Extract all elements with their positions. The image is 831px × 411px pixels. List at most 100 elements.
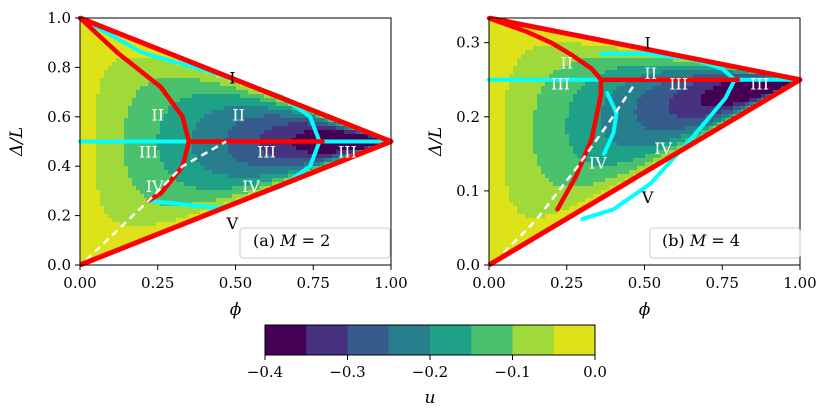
contour-cell: [152, 150, 157, 155]
contour-cell: [268, 102, 273, 107]
contour-cell: [501, 162, 506, 167]
contour-cell: [661, 118, 666, 123]
contour-cell: [497, 138, 502, 143]
contour-cell: [489, 250, 494, 255]
contour-cell: [633, 154, 638, 159]
contour-cell: [112, 210, 117, 215]
contour-cell: [509, 42, 514, 47]
contour-cell: [168, 194, 173, 199]
contour-cell: [332, 142, 337, 147]
contour-cell: [597, 190, 602, 195]
contour-cell: [661, 66, 666, 71]
contour-cell: [501, 146, 506, 151]
contour-cell: [248, 94, 253, 99]
contour-cell: [601, 54, 606, 59]
contour-cell: [653, 122, 658, 127]
contour-cell: [212, 78, 217, 83]
contour-cell: [637, 118, 642, 123]
contour-cell: [549, 202, 554, 207]
contour-cell: [248, 122, 253, 127]
contour-cell: [328, 118, 333, 123]
contour-cell: [176, 94, 181, 99]
contour-cell: [573, 102, 578, 107]
contour-cell: [184, 190, 189, 195]
contour-cell: [669, 122, 674, 127]
contour-cell: [521, 94, 526, 99]
contour-cell: [100, 222, 105, 227]
contour-cell: [272, 114, 277, 119]
contour-cell: [569, 198, 574, 203]
contour-cell: [160, 194, 165, 199]
contour-cell: [140, 86, 145, 91]
contour-cell: [661, 150, 666, 155]
contour-cell: [637, 126, 642, 131]
contour-cell: [729, 98, 734, 103]
contour-cell: [176, 70, 181, 75]
contour-cell: [100, 186, 105, 191]
contour-cell: [585, 42, 590, 47]
contour-cell: [116, 230, 121, 235]
contour-cell: [529, 62, 534, 67]
contour-cell: [553, 210, 558, 215]
contour-cell: [80, 22, 85, 27]
contour-cell: [308, 154, 313, 159]
contour-cell: [581, 66, 586, 71]
contour-cell: [200, 70, 205, 75]
contour-cell: [553, 174, 558, 179]
contour-cell: [108, 150, 113, 155]
contour-cell: [677, 146, 682, 151]
contour-cell: [549, 122, 554, 127]
contour-cell: [509, 146, 514, 151]
contour-cell: [232, 158, 237, 163]
contour-cell: [92, 34, 97, 39]
contour-cell: [140, 98, 145, 103]
contour-cell: [372, 142, 377, 147]
contour-cell: [533, 150, 538, 155]
contour-cell: [577, 182, 582, 187]
contour-cell: [220, 146, 225, 151]
contour-cell: [316, 150, 321, 155]
contour-cell: [164, 66, 169, 71]
contour-cell: [128, 134, 133, 139]
contour-cell: [625, 98, 630, 103]
contour-cell: [276, 174, 281, 179]
contour-cell: [88, 134, 93, 139]
contour-cell: [96, 94, 101, 99]
contour-cell: [276, 126, 281, 131]
contour-cell: [529, 54, 534, 59]
contour-cell: [649, 82, 654, 87]
contour-cell: [200, 98, 205, 103]
contour-cell: [100, 206, 105, 211]
contour-cell: [136, 190, 141, 195]
contour-cell: [256, 166, 261, 171]
y-tick-label: 1.0: [47, 9, 71, 27]
contour-cell: [565, 198, 570, 203]
contour-cell: [529, 74, 534, 79]
contour-cell: [577, 138, 582, 143]
contour-cell: [569, 130, 574, 135]
contour-cell: [348, 130, 353, 135]
contour-cell: [260, 150, 265, 155]
contour-cell: [541, 86, 546, 91]
contour-cell: [216, 114, 221, 119]
contour-cell: [256, 126, 261, 131]
contour-cell: [284, 142, 289, 147]
contour-cell: [116, 170, 121, 175]
contour-cell: [625, 118, 630, 123]
contour-cell: [661, 102, 666, 107]
contour-cell: [80, 198, 85, 203]
contour-cell: [641, 130, 646, 135]
contour-cell: [681, 138, 686, 143]
contour-cell: [172, 186, 177, 191]
contour-cell: [112, 86, 117, 91]
contour-cell: [717, 90, 722, 95]
contour-cell: [232, 90, 237, 95]
contour-cell: [124, 50, 129, 55]
contour-cell: [517, 38, 522, 43]
contour-cell: [689, 90, 694, 95]
contour-cell: [493, 94, 498, 99]
contour-cell: [681, 118, 686, 123]
contour-cell: [501, 66, 506, 71]
contour-cell: [100, 122, 105, 127]
contour-cell: [521, 86, 526, 91]
